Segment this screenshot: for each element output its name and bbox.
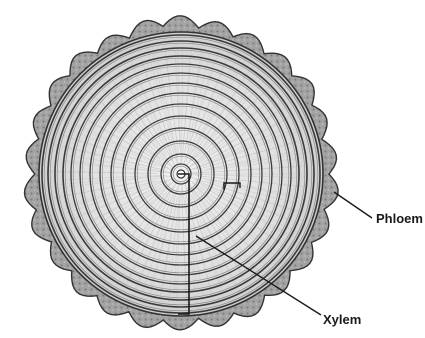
phloem-leader-line — [334, 192, 372, 218]
xylem-label: Xylem — [323, 312, 361, 327]
phloem-label: Phloem — [376, 211, 423, 226]
